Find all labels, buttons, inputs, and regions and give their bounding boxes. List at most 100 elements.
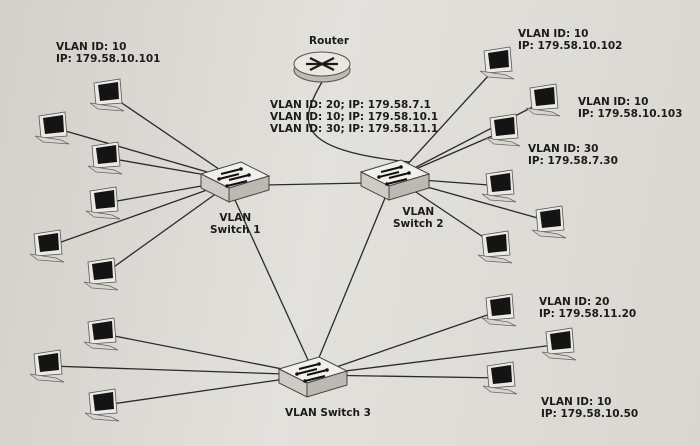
link-pc-s2-1 [394, 62, 501, 179]
pc-s3-5-icon [541, 327, 577, 361]
pc-s1-1-icon [89, 78, 125, 112]
router-info-line-2: VLAN ID: 10; IP: 179.58.10.1 [270, 111, 439, 123]
switch-arrow [218, 173, 240, 180]
monitor-screen [94, 190, 115, 209]
pc-s2-5-icon [531, 205, 567, 239]
pc-s2-4-icon [481, 169, 517, 203]
pc-s1-3-icon [87, 141, 123, 175]
keyboard [477, 254, 513, 264]
link-pc-s3-1 [103, 333, 314, 376]
keyboard [29, 373, 65, 383]
keyboard [83, 281, 119, 291]
monitor-screen [540, 209, 561, 228]
pc-s2-2-icon [525, 83, 561, 117]
vlan-switch-1-icon [199, 161, 271, 203]
switch-arrowhead [407, 171, 411, 175]
switch-arrowhead [385, 182, 389, 186]
switch-arrow [296, 368, 318, 375]
router-info-line-1: VLAN ID: 20; IP: 179.58.7.1 [270, 99, 431, 111]
pc-s2-3-icon [485, 113, 521, 147]
monitor-screen [96, 145, 117, 164]
pc-label-s2-third: VLAN ID: 30 IP: 179.58.7.30 [528, 143, 618, 167]
keyboard [541, 351, 577, 361]
pc-label-top-left: VLAN ID: 10 IP: 179.58.10.101 [56, 41, 161, 65]
switch-arrow [226, 180, 248, 187]
pc-s3-4-icon [481, 293, 517, 327]
switch-side [306, 370, 348, 398]
link-pc-s3-5 [312, 343, 563, 376]
vlan-switch-2-icon [359, 159, 431, 201]
pc-label-s2-top: VLAN ID: 10 IP: 179.58.10.102 [518, 28, 623, 52]
pc-s3-2-icon [29, 349, 65, 383]
link-pc-s2-2 [394, 99, 547, 179]
monitor-screen [534, 87, 555, 106]
switch-arrow [380, 166, 402, 173]
pc-s1-2-icon [34, 111, 70, 145]
pc-label-s3-bottom: VLAN ID: 10 IP: 179.58.10.50 [541, 396, 639, 420]
keyboard [479, 70, 515, 80]
pc-label-s3-top: VLAN ID: 20 IP: 179.58.11.20 [539, 296, 637, 320]
monitor-screen [550, 331, 571, 350]
vlan-switch-3-icon [277, 356, 349, 398]
monitor-screen [486, 234, 507, 253]
keyboard [482, 385, 518, 395]
link-pc-s3-4 [312, 309, 503, 376]
router-icon [293, 51, 351, 83]
pc-s1-4-icon [85, 186, 121, 220]
link-s1-s2 [264, 182, 366, 186]
switch-arrow [388, 172, 410, 179]
switch-arrowhead [399, 165, 403, 169]
monitor-screen [490, 173, 511, 192]
keyboard [89, 102, 125, 112]
switch-arrow [228, 174, 250, 181]
pc-s2-6-icon [477, 230, 513, 264]
monitor-screen [38, 353, 59, 372]
keyboard [531, 229, 567, 239]
switch1-label: VLAN Switch 1 [210, 212, 261, 236]
link-router-s2 [307, 81, 411, 163]
pc-s1-5-icon [29, 229, 65, 263]
link-pc-s1-5 [49, 179, 236, 247]
monitor-screen [92, 261, 113, 280]
pc-s3-6-icon [482, 361, 518, 395]
pc-s2-1-icon [479, 46, 515, 80]
pc-s1-6-icon [83, 257, 119, 291]
monitor-screen [488, 50, 509, 69]
switch-arrow [220, 168, 242, 175]
link-s2-s3 [317, 197, 386, 361]
router-label: Router [309, 35, 350, 47]
switch-arrowhead [317, 362, 321, 366]
monitor-screen [93, 392, 114, 411]
switch-arrow [298, 363, 320, 370]
switch2-label: VLAN Switch 2 [393, 206, 444, 230]
router-info-line-3: VLAN ID: 30; IP: 179.58.11.1 [270, 123, 439, 135]
pc-label-s2-second: VLAN ID: 10 IP: 179.58.10.103 [578, 96, 683, 120]
link-pc-s1-6 [103, 179, 236, 275]
switch-arrowhead [325, 368, 329, 372]
switch-arrow [304, 375, 326, 382]
switch-arrowhead [377, 175, 381, 179]
link-pc-s3-2 [49, 365, 314, 376]
monitor-screen [38, 233, 59, 252]
switch-arrow [378, 171, 400, 178]
switch-arrowhead [217, 177, 221, 181]
switch-arrow [306, 369, 328, 376]
switch-arrow [386, 178, 408, 185]
switch-arrowhead [303, 379, 307, 383]
link-pc-s1-2 [54, 127, 236, 181]
switch-side [228, 175, 270, 203]
monitor-screen [43, 115, 64, 134]
monitor-screen [98, 82, 119, 101]
switch-arrowhead [247, 173, 251, 177]
switch-arrowhead [225, 184, 229, 188]
keyboard [34, 135, 70, 145]
switch-arrowhead [295, 372, 299, 376]
monitor-screen [494, 117, 515, 136]
keyboard [481, 317, 517, 327]
keyboard [485, 137, 521, 147]
keyboard [481, 193, 517, 203]
switch-side [388, 173, 430, 201]
monitor-screen [491, 365, 512, 384]
